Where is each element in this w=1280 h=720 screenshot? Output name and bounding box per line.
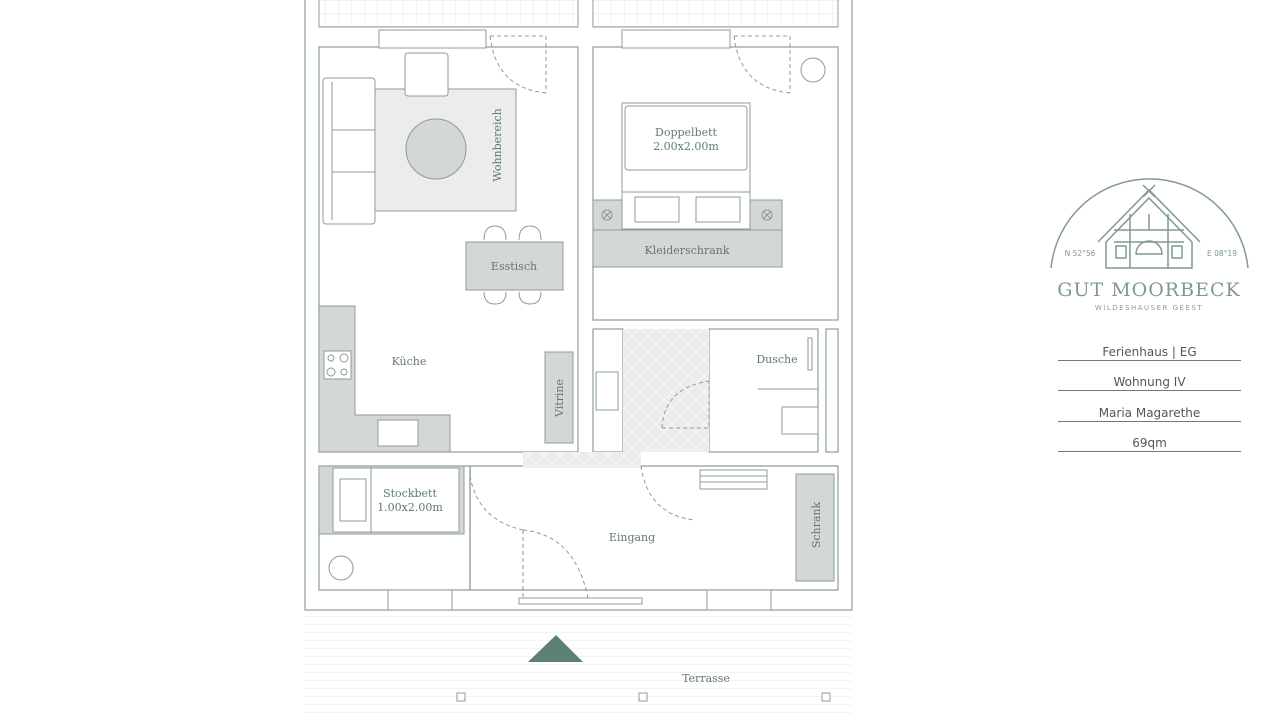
info-area: 69qm bbox=[1058, 436, 1241, 452]
coffee-table bbox=[405, 118, 467, 180]
sofa bbox=[322, 77, 376, 225]
chair-icon bbox=[328, 555, 354, 581]
chair-icon bbox=[800, 57, 826, 83]
burners-icon bbox=[326, 353, 349, 377]
logo-subtitle: WILDESHAUSER GEEST bbox=[1095, 304, 1203, 312]
schrank bbox=[795, 473, 835, 582]
label-doppelbett-size: 2.00x2.00m bbox=[653, 140, 719, 153]
sink-icon bbox=[377, 419, 419, 447]
lamp-icon bbox=[601, 209, 773, 221]
label-kleiderschrank: Kleiderschrank bbox=[644, 244, 729, 257]
info-apartment: Wohnung IV bbox=[1058, 375, 1241, 391]
bathroom-strip bbox=[825, 328, 839, 453]
doors bbox=[469, 35, 791, 599]
label-eingang: Eingang bbox=[609, 531, 655, 544]
label-vitrine: Vitrine bbox=[553, 379, 566, 418]
label-dusche: Dusche bbox=[756, 353, 797, 366]
label-stockbett: Stockbett bbox=[383, 487, 437, 500]
info-name: Maria Magarethe bbox=[1058, 406, 1241, 422]
room-entrance bbox=[469, 465, 839, 591]
logo-latitude: N 52°56 bbox=[1065, 249, 1096, 258]
kitchen-counter bbox=[318, 305, 451, 453]
washbasin bbox=[781, 406, 819, 435]
wardrobe bbox=[592, 229, 783, 268]
cabinet-door bbox=[595, 371, 619, 411]
windows bbox=[378, 29, 772, 611]
entrance-arrow-icon bbox=[528, 635, 583, 662]
terrace-posts bbox=[456, 692, 831, 702]
bottom-terrace bbox=[305, 614, 852, 716]
hall-connection bbox=[523, 452, 641, 468]
dining-table bbox=[465, 241, 564, 291]
label-stockbett-size: 1.00x2.00m bbox=[377, 501, 443, 514]
dining-chairs bbox=[483, 225, 542, 305]
logo bbox=[1050, 178, 1249, 269]
armchair bbox=[404, 52, 449, 97]
hallway bbox=[623, 329, 709, 452]
logo-longitude: E 08°19 bbox=[1207, 249, 1237, 258]
label-terrasse: Terrasse bbox=[682, 672, 730, 685]
label-esstisch: Esstisch bbox=[491, 260, 537, 273]
vitrine bbox=[544, 351, 574, 444]
top-terrace-right bbox=[592, 0, 839, 28]
pillow bbox=[634, 196, 680, 223]
building-outline bbox=[304, 0, 853, 611]
logo-name: GUT MOORBECK bbox=[1057, 279, 1240, 301]
shoe-rack bbox=[699, 469, 768, 490]
top-terrace-left bbox=[318, 0, 579, 28]
label-doppelbett: Doppelbett bbox=[655, 126, 718, 139]
pillow bbox=[695, 196, 741, 223]
label-kueche: Küche bbox=[392, 355, 427, 368]
shower-glass bbox=[807, 337, 813, 371]
label-schrank: Schrank bbox=[810, 501, 823, 548]
label-wohnbereich: Wohnbereich bbox=[491, 108, 504, 181]
info-building: Ferienhaus | EG bbox=[1058, 345, 1241, 361]
